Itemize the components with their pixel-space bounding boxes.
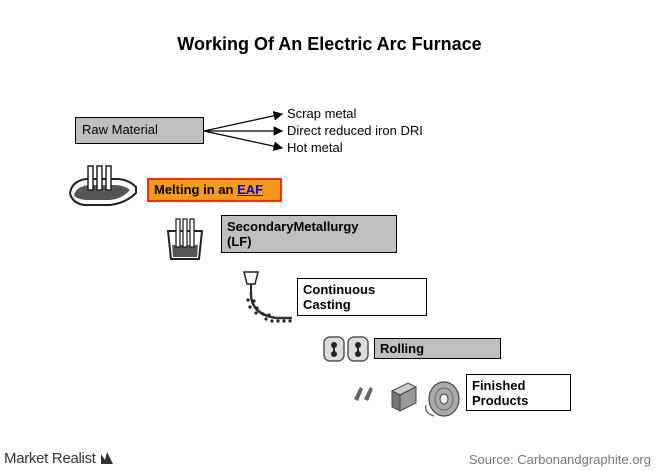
output-dri: Direct reduced iron DRI xyxy=(287,123,423,138)
continuous-casting-icon xyxy=(243,271,292,323)
eaf-link[interactable]: EAF xyxy=(237,182,264,197)
rolling-box: Rolling xyxy=(374,338,501,359)
rolling-mill-icon xyxy=(323,336,369,362)
raw-material-box: Raw Material xyxy=(75,117,204,144)
output-hot-metal: Hot metal xyxy=(287,140,343,155)
brand-text: Market Realist xyxy=(4,450,96,467)
casting-line1: Continuous xyxy=(303,282,376,297)
brand-logo: Market Realist xyxy=(4,450,114,467)
rolling-label: Rolling xyxy=(380,341,425,356)
secondary-line1: SecondaryMetallurgy xyxy=(227,219,359,234)
raw-material-arrows xyxy=(203,111,284,151)
continuous-casting-box: Continuous Casting xyxy=(297,278,427,316)
finished-products-box: Finished Products xyxy=(466,374,571,411)
raw-material-label: Raw Material xyxy=(82,122,158,137)
source-note: Source: Carbonandgraphite.org xyxy=(468,452,651,467)
eaf-icon xyxy=(68,165,137,206)
secondary-metallurgy-box: SecondaryMetallurgy (LF) xyxy=(221,215,397,253)
secondary-line2: (LF) xyxy=(227,234,252,249)
brand-mark-icon xyxy=(100,452,113,464)
melting-label: Melting in an xyxy=(154,182,238,197)
finished-products-icon xyxy=(354,381,460,417)
ladle-furnace-icon xyxy=(166,218,204,260)
output-scrap-metal: Scrap metal xyxy=(287,106,357,121)
finished-line1: Finished xyxy=(472,378,526,393)
casting-line2: Casting xyxy=(303,297,351,312)
diagram-title: Working Of An Electric Arc Furnace xyxy=(177,34,482,54)
melting-eaf-box: Melting in an EAF xyxy=(147,178,282,202)
finished-line2: Products xyxy=(472,393,529,408)
